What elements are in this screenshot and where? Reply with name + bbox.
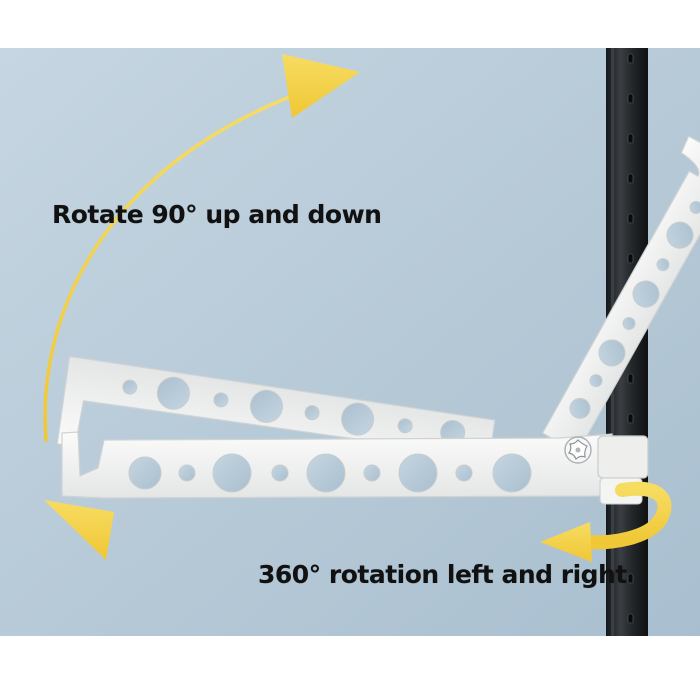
hanger-arm-raised	[541, 135, 700, 454]
caption-rotate-horizontal: 360° rotation left and right	[258, 560, 627, 589]
hanger-arm-horizontal	[61, 431, 649, 505]
circular-rotation-arrow-icon	[540, 481, 672, 562]
scene-illustration	[0, 48, 700, 636]
curved-arrow-down-left-icon	[44, 438, 114, 560]
pole-clamp	[597, 435, 649, 479]
curved-arrow-up-right-icon	[43, 54, 360, 442]
flower-knob-icon	[564, 436, 592, 464]
hanger-scene	[0, 48, 700, 636]
caption-rotate-vertical: Rotate 90° up and down	[52, 200, 382, 229]
hanger-arm-middle	[56, 355, 496, 459]
